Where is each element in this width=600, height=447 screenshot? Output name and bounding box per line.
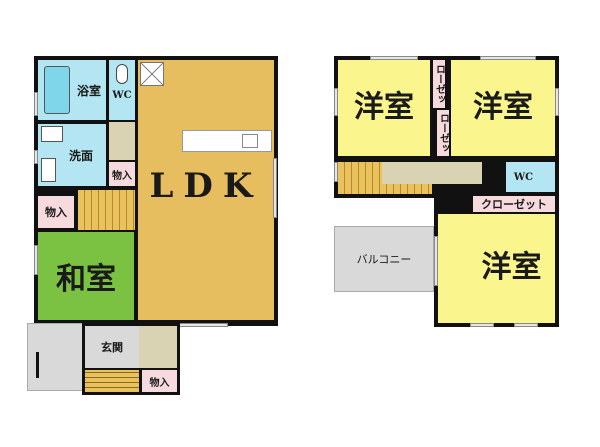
- label-ldk: LDK: [149, 166, 263, 206]
- label-western-left: 洋室: [354, 90, 414, 125]
- entrance-step: [85, 370, 139, 392]
- toilet-icon: [116, 64, 128, 84]
- room-bath: 浴室: [38, 60, 106, 120]
- label-storage-entrance: 物入: [149, 377, 170, 389]
- label-balcony: バルコニー: [356, 253, 412, 266]
- label-bath: 浴室: [76, 83, 101, 98]
- label-closet-a: ローゼッ: [433, 64, 445, 104]
- room-wc-2f: WC: [506, 162, 555, 192]
- room-washroom: 洗面: [38, 124, 106, 186]
- window: [34, 150, 38, 164]
- room-balcony: バルコニー: [334, 226, 434, 292]
- window: [514, 323, 538, 327]
- window: [273, 158, 277, 218]
- label-wc-2f: WC: [513, 171, 534, 183]
- window: [370, 56, 418, 60]
- kitchen-counter: [182, 130, 272, 152]
- label-wc-1f: WC: [112, 89, 132, 101]
- washer-icon: [41, 158, 56, 182]
- hall-1f: [109, 122, 135, 160]
- window: [334, 162, 338, 182]
- room-closet-a: ローゼッ: [433, 60, 445, 108]
- label-closet-2f: クローゼット: [481, 198, 547, 211]
- window: [34, 245, 38, 275]
- room-ldk: LDK: [138, 60, 274, 320]
- room-storage-left: 物入: [38, 196, 74, 228]
- room-western-left: 洋室: [338, 60, 430, 156]
- label-western-bottom: 洋室: [481, 249, 542, 285]
- window: [34, 92, 38, 116]
- room-western-right: 洋室: [451, 60, 555, 156]
- label-washitsu: 和室: [56, 262, 116, 297]
- porch-step: [36, 352, 39, 378]
- room-washitsu: 和室: [38, 232, 134, 320]
- label-washroom: 洗面: [68, 148, 93, 163]
- window: [334, 88, 338, 116]
- skylight-icon: [140, 62, 164, 86]
- entrance-hall: [139, 326, 177, 368]
- stairs-1f: [78, 190, 135, 230]
- hall-2f: [382, 162, 482, 184]
- room-western-bottom: 洋室: [438, 214, 555, 323]
- room-closet-b: ローゼッ: [437, 110, 449, 156]
- stove-icon: [242, 134, 258, 148]
- window: [555, 88, 559, 116]
- room-entrance: 玄関: [85, 326, 139, 368]
- porch: [27, 323, 83, 391]
- window: [480, 56, 536, 60]
- label-closet-b: ローゼッ: [437, 113, 449, 153]
- window: [434, 236, 438, 286]
- label-storage-hall: 物入: [112, 170, 132, 182]
- room-wc-1f: WC: [109, 60, 135, 120]
- window: [470, 323, 494, 327]
- room-storage-hall: 物入: [109, 162, 135, 186]
- sink-icon: [41, 126, 63, 142]
- room-closet-2f: クローゼット: [473, 196, 555, 212]
- bathtub: [44, 66, 70, 114]
- window: [178, 323, 228, 327]
- label-entrance: 玄関: [101, 341, 123, 354]
- label-storage-left: 物入: [45, 206, 67, 219]
- room-storage-entrance: 物入: [142, 370, 177, 392]
- label-western-right: 洋室: [473, 90, 533, 125]
